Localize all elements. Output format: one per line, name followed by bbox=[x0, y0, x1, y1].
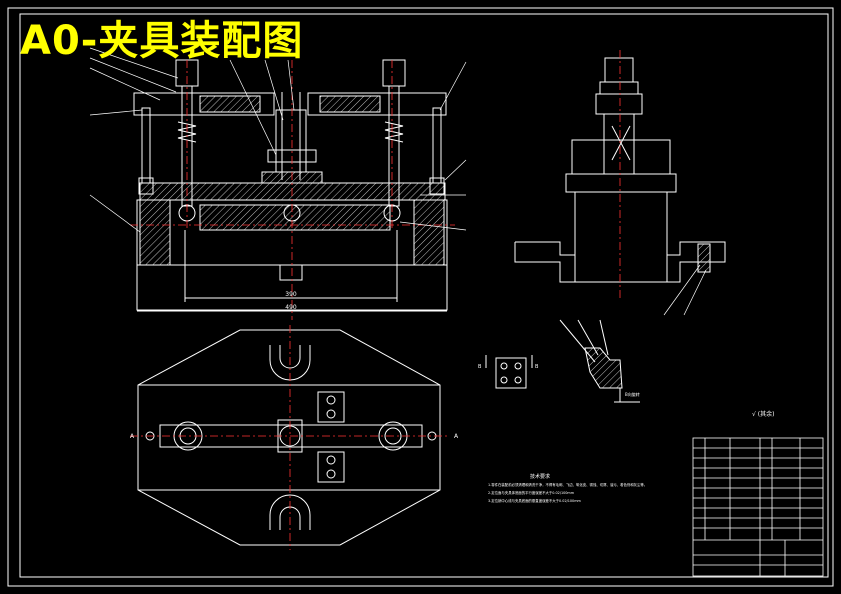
dimension-inner-width: 390 bbox=[285, 291, 297, 298]
tech-requirement-line-3: 3.定位销中心线与夹具底面的垂直度误差不大于0.02/100mm bbox=[488, 498, 582, 503]
detail-view bbox=[559, 319, 640, 403]
outer-border bbox=[7, 7, 834, 587]
section-mark-left: A bbox=[130, 433, 135, 440]
front-view bbox=[133, 59, 448, 312]
section-mark-right: A bbox=[454, 433, 459, 440]
detail-view-label: B向旋转 bbox=[625, 391, 640, 397]
dimension-overall-width: 490 bbox=[285, 304, 297, 311]
tech-requirements-heading: 技术要求 bbox=[530, 473, 550, 480]
surface-roughness-note: √ (其余) bbox=[752, 410, 774, 418]
tech-requirement-line-2: 2.定位面与夹具体底面的平行度误差不大于0.02/100mm bbox=[488, 490, 575, 495]
b-view-mark-left: B bbox=[478, 364, 482, 370]
side-view-leaders bbox=[663, 264, 707, 316]
tech-requirement-line-1: 1.零件在装配前必须清理和清洗干净，不得有毛刺、飞边、氧化皮、锈蚀、切屑、油污、… bbox=[488, 482, 647, 487]
top-view-centerlines bbox=[130, 325, 450, 550]
title-block bbox=[692, 437, 824, 577]
top-view bbox=[137, 329, 441, 546]
front-view-leaders bbox=[89, 47, 467, 233]
side-view bbox=[514, 57, 726, 283]
b-direction-view bbox=[485, 355, 533, 389]
front-view-centerlines bbox=[130, 60, 455, 320]
drawing-title: A0-夹具装配图 bbox=[20, 18, 304, 64]
inner-border bbox=[19, 13, 829, 578]
b-view-mark-right: B bbox=[535, 364, 539, 370]
